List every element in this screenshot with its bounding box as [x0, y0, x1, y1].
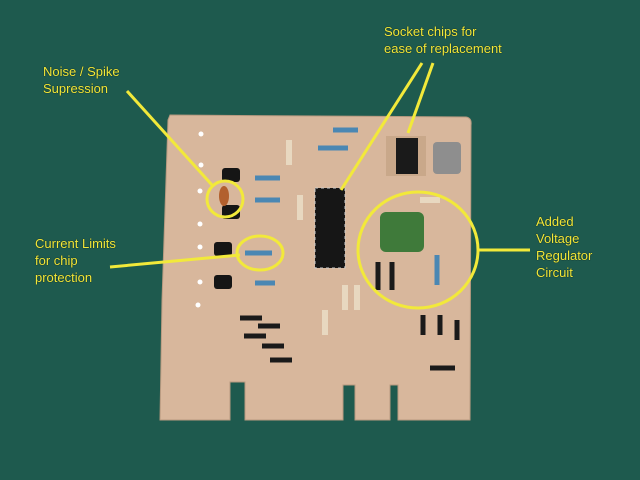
label-line: Voltage [536, 231, 580, 246]
mounting-holes [195, 131, 204, 308]
ic-chip-16pin [314, 187, 346, 269]
label-line: Current Limits [35, 236, 116, 251]
label-line: Supression [43, 81, 109, 96]
noise-pointer [125, 89, 214, 187]
diodes [240, 262, 460, 371]
green-capacitor [380, 212, 424, 252]
noise-circle [205, 179, 245, 219]
annotation-marks [109, 62, 530, 310]
voltage-regulator-label: Added Voltage Regulator Circuit [536, 213, 592, 281]
socket-pointer-1 [339, 62, 424, 191]
socket-pointer-2 [406, 62, 435, 134]
label-line: Noise / Spike [43, 64, 120, 79]
label-line: ease of replacement [384, 41, 502, 56]
ceramic-capacitor [219, 186, 229, 206]
beige-resistors [286, 140, 440, 335]
label-line: Regulator [536, 248, 593, 263]
ic-chip-8pin [396, 138, 418, 174]
label-line: Circuit [536, 265, 573, 280]
noise-suppression-label: Noise / Spike Supression [43, 63, 120, 97]
socket-chips-label: Socket chips for ease of replacement [384, 23, 502, 57]
resistors [245, 127, 440, 286]
current-limits-label: Current Limits for chip protection [35, 235, 116, 286]
current-circle [235, 234, 285, 272]
label-line: protection [35, 270, 93, 285]
grey-component [433, 142, 461, 174]
current-pointer [109, 253, 241, 269]
label-line: for chip [35, 253, 78, 268]
label-line: Socket chips for [384, 24, 477, 39]
label-line: Added [536, 214, 574, 229]
